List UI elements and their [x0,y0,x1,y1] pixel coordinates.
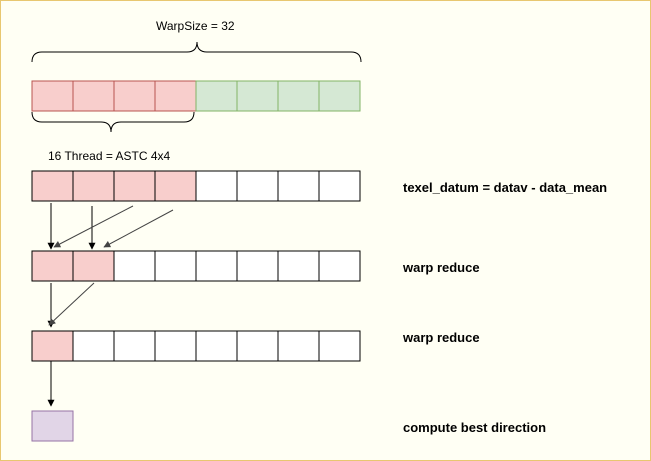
cell-reduce2-4 [195,330,238,362]
cell-load-2 [113,170,156,202]
cell-load-3 [154,170,197,202]
cell-reduce1-5 [236,250,279,282]
cell-warp-5 [236,80,279,112]
cell-load-7 [318,170,361,202]
bottom-brace-icon [31,111,195,133]
cell-warp-7 [318,80,361,112]
cell-reduce2-1 [72,330,115,362]
arrow-diagonal-2 [103,209,174,248]
cell-warp-3 [154,80,197,112]
thread-group-label: 16 Thread = ASTC 4x4 [48,149,171,163]
cell-reduce2-3 [154,330,197,362]
cell-warp-1 [72,80,115,112]
cell-warp-4 [195,80,238,112]
row-label-load: texel_datum = datav - data_mean [403,180,608,195]
cell-load-6 [277,170,320,202]
cell-load-1 [72,170,115,202]
cell-reduce1-3 [154,250,197,282]
cell-reduce2-2 [113,330,156,362]
cell-reduce2-5 [236,330,279,362]
cell-load-0 [31,170,74,202]
cell-warp-0 [31,80,74,112]
cell-warp-6 [277,80,320,112]
cell-result-0 [31,410,74,442]
row-label-result: compute best direction [403,420,547,435]
warp-size-label: WarpSize = 32 [156,19,235,33]
cell-reduce1-6 [277,250,320,282]
cell-reduce1-1 [72,250,115,282]
row-label-reduce-1: warp reduce [403,260,480,275]
cell-reduce1-4 [195,250,238,282]
cell-reduce1-7 [318,250,361,282]
cell-load-5 [236,170,279,202]
cell-reduce1-0 [31,250,74,282]
row-label-reduce-2: warp reduce [403,330,480,345]
arrow-diagonal-3 [48,282,95,326]
arrow-diagonal-1 [53,205,134,248]
cell-reduce2-0 [31,330,74,362]
top-brace-icon [31,41,362,63]
cell-load-4 [195,170,238,202]
cell-reduce1-2 [113,250,156,282]
cell-warp-2 [113,80,156,112]
cell-reduce2-6 [277,330,320,362]
cell-reduce2-7 [318,330,361,362]
